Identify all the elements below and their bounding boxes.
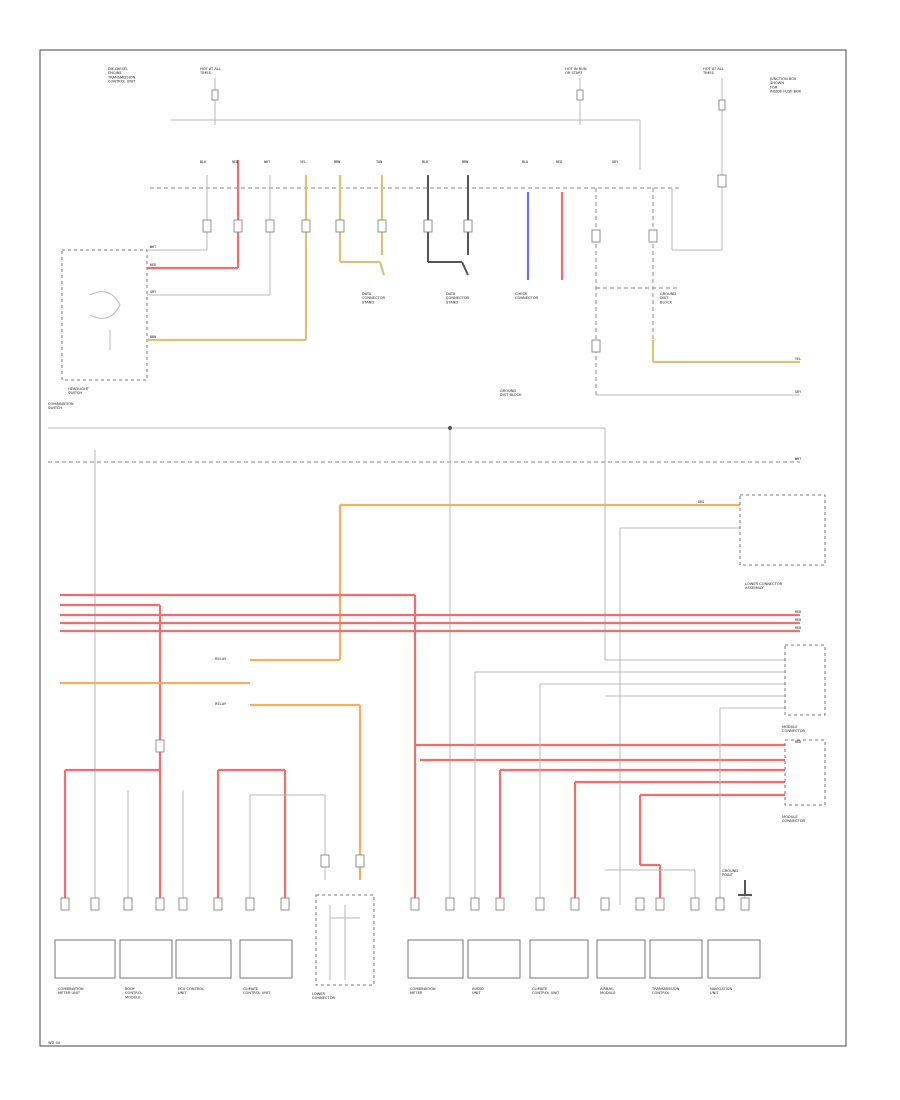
code-right-5: RED bbox=[795, 618, 801, 622]
code-right-2: WHT bbox=[795, 457, 801, 461]
code-wire-a: ORG bbox=[698, 500, 704, 504]
code-right-6: RED bbox=[795, 626, 801, 630]
code-left-2: GRY bbox=[150, 290, 156, 294]
code-top-4: BRN bbox=[334, 160, 340, 164]
component-box-3 bbox=[239, 939, 293, 979]
component-box-9 bbox=[649, 939, 703, 979]
code-top-6: BLK bbox=[422, 160, 429, 164]
component-box-8 bbox=[596, 939, 646, 979]
code-left-3: BRN bbox=[150, 335, 156, 339]
label-relay-a: RELAY bbox=[215, 657, 227, 661]
lower-connector-assembly bbox=[315, 894, 375, 986]
code-top-10: GRY bbox=[612, 160, 618, 164]
top-connector-stubs bbox=[202, 174, 727, 353]
red-bundle bbox=[60, 593, 800, 905]
grey-right-runs bbox=[127, 659, 800, 905]
orange-runs: RELAY RELAY bbox=[60, 657, 362, 880]
code-left-0: WHT bbox=[150, 245, 156, 249]
code-left-1: RED bbox=[150, 263, 156, 267]
code-top-7: BRN bbox=[462, 160, 468, 164]
code-top-8: BLU bbox=[522, 160, 528, 164]
label-relay-b: RELAY bbox=[215, 702, 227, 706]
component-box-6 bbox=[467, 939, 521, 979]
top-connector-codes: BLK RED WHT YEL BRN TAN BLK BRN BLU RED … bbox=[200, 160, 618, 164]
component-box-7 bbox=[529, 939, 589, 979]
code-top-0: BLK bbox=[200, 160, 207, 164]
component-box-5 bbox=[407, 939, 464, 979]
code-right-7: RED bbox=[795, 740, 801, 744]
code-top-1: RED bbox=[232, 160, 238, 164]
footer-code: WD-00 bbox=[48, 1041, 61, 1045]
component-box-10 bbox=[707, 939, 761, 979]
component-box-2 bbox=[175, 939, 232, 979]
diagram-frame bbox=[39, 49, 847, 1047]
code-top-3: YEL bbox=[300, 160, 306, 164]
code-top-9: RED bbox=[556, 160, 562, 164]
bottom-connector-pins bbox=[60, 739, 750, 911]
component-box-0 bbox=[54, 939, 116, 979]
code-top-2: WHT bbox=[264, 160, 270, 164]
component-box-1 bbox=[119, 939, 173, 979]
code-right-4: RED bbox=[795, 610, 801, 614]
upper-wires bbox=[206, 160, 800, 396]
code-right-1: GRY bbox=[795, 390, 801, 394]
code-top-5: TAN bbox=[376, 160, 382, 164]
code-right-0: YEL bbox=[795, 357, 801, 361]
